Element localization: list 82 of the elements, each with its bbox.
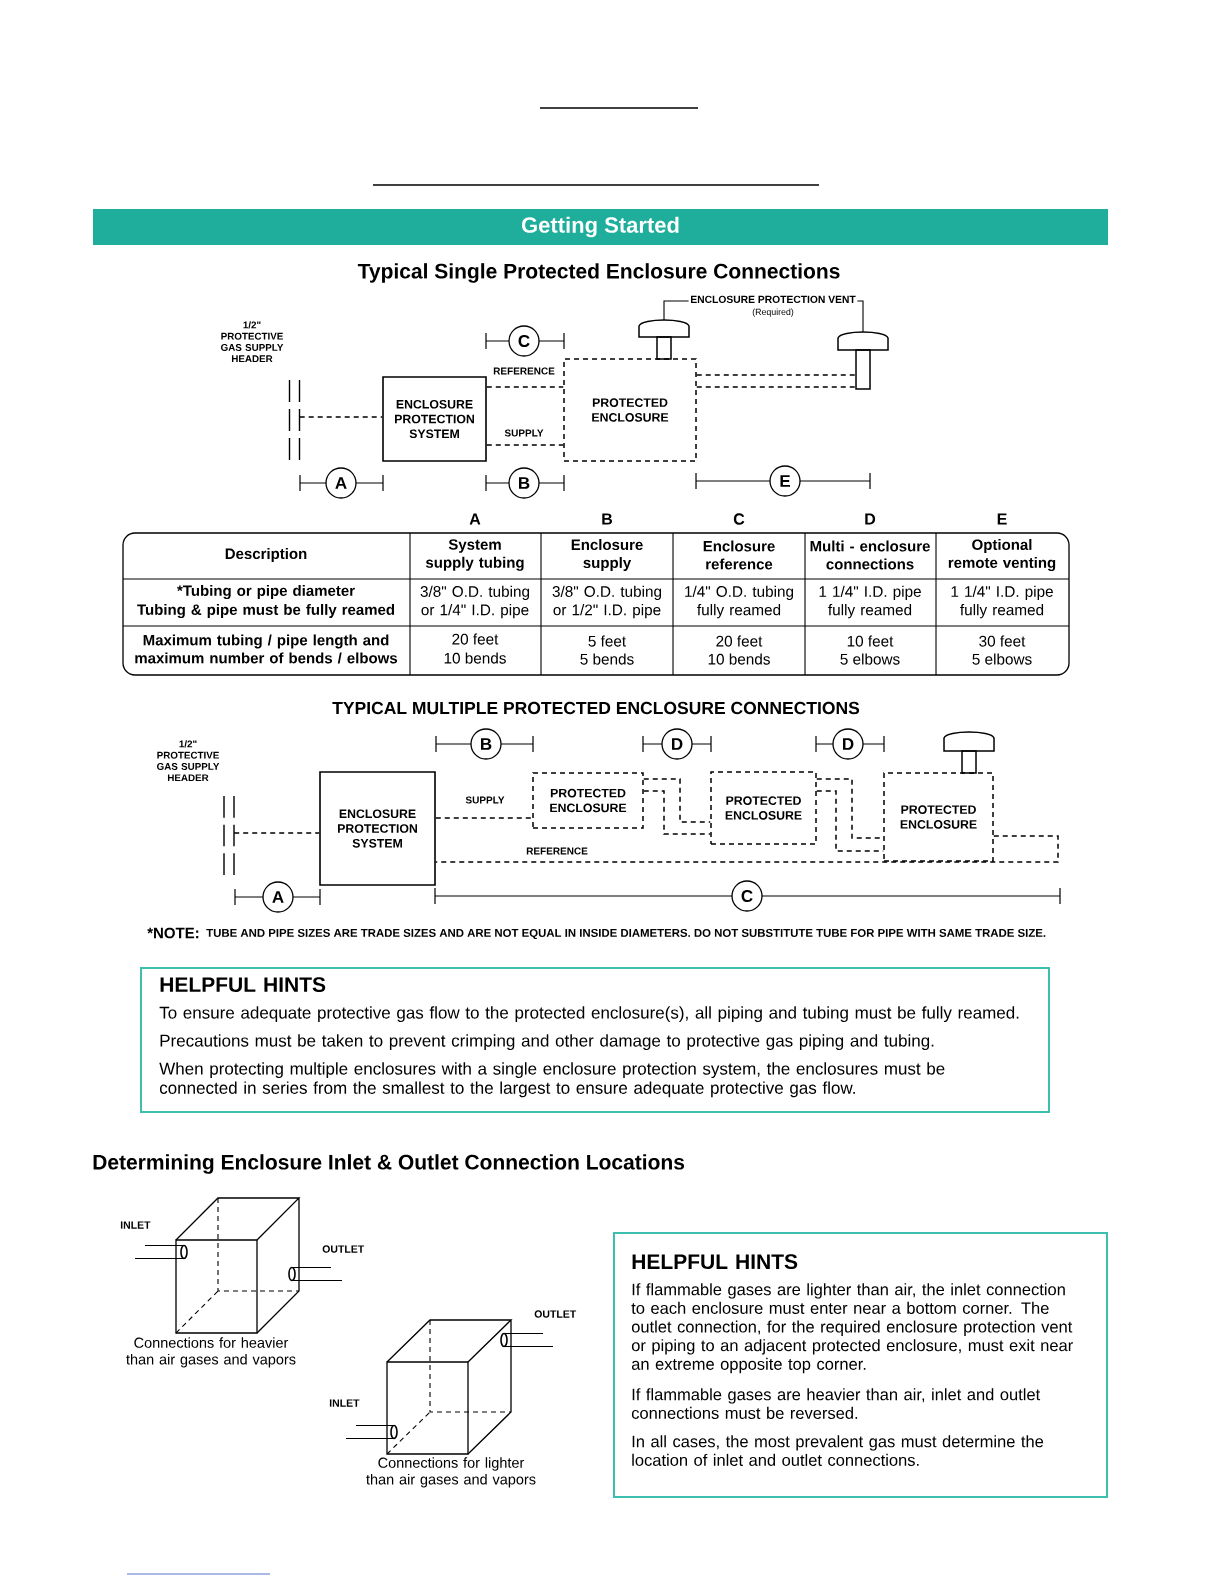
system-box: ENCLOSURE PROTECTION SYSTEM [319, 771, 436, 886]
connection-label: OUTLET [534, 1310, 577, 1318]
edge-label: SUPPLY [503, 428, 545, 438]
table-header: System supply tubing [425, 539, 524, 571]
section-heading: TYPICAL MULTIPLE PROTECTED ENCLOSURE CONNECTIONS [332, 701, 860, 715]
pipe-line [696, 386, 857, 388]
vent-drawing [943, 731, 995, 774]
column-letter: B [602, 513, 613, 525]
table-header: Multi - enclosure connections [810, 540, 930, 570]
table-cell: 3/8" O.D. tubing or 1/2" I.D. pipe [552, 585, 662, 619]
header-pipe [288, 379, 301, 461]
callout-letter: A [325, 467, 357, 499]
enclosure-box: PROTECTED ENCLOSURE [532, 772, 644, 829]
connection-label: OUTLET [322, 1245, 365, 1253]
pipe-line [435, 817, 533, 819]
table-cell: 20 feet [716, 635, 763, 647]
callout-letter: E [769, 465, 801, 497]
vent-drawing [638, 319, 690, 360]
header-label: 1/2" PROTECTIVE GAS SUPPLY HEADER [157, 740, 220, 782]
enclosure-box: PROTECTED ENCLOSURE [563, 358, 697, 462]
callout-letter: B [508, 467, 540, 499]
callout-letter: C [508, 325, 540, 357]
pipe-line [486, 444, 564, 446]
table-cell: 10 bends [444, 652, 506, 664]
column-letter: E [997, 513, 1007, 525]
table-header: Maximum tubing / pipe length and maximum number of bends / elbows [135, 634, 398, 664]
vent-drawing [837, 331, 889, 390]
system-box: ENCLOSURE PROTECTION SYSTEM [382, 376, 487, 462]
table-header: *Tubing or pipe diameter [177, 585, 355, 600]
table-cell: 10 bends [708, 653, 770, 665]
leader-line [663, 300, 690, 321]
callout-letter: D [661, 728, 693, 760]
table-cell: 30 feet [979, 635, 1026, 647]
pipe-line [696, 374, 857, 376]
edge-label: REFERENCE [525, 846, 589, 856]
table-header: Description [225, 548, 307, 562]
edge-label: REFERENCE [492, 366, 556, 376]
pipe-line [435, 835, 1059, 863]
pipe-line [643, 778, 711, 823]
cube-caption: Connections for heavier than air gases and vapors [126, 1337, 296, 1368]
leader-line [856, 300, 864, 333]
table-cell: 1/4" O.D. tubing fully reamed [685, 585, 794, 619]
pipe-line [233, 832, 320, 834]
callout-letter: D [832, 728, 864, 760]
section-heading: Typical Single Protected Enclosure Connections [357, 263, 840, 283]
hints-box: HELPFUL HINTS To ensure adequate protective gas flow to the protected enclosure(s), all piping and tubing must be fully reamed. Precautions must be taken to prevent crimping and other damage to protective gas piping and tubing. When protecting multiple enclosures with a single enclosure protection system, the enclosures must be connected in series from the smallest to the largest to ensure adequate protective gas flow. [140, 967, 1050, 1113]
table-header: Tubing & pipe must be fully reamed [137, 604, 395, 619]
section-heading: Determining Enclosure Inlet & Outlet Connection Locations [93, 1154, 685, 1174]
header-pipe [223, 795, 235, 876]
column-letter: D [865, 513, 876, 525]
note-text: TUBE AND PIPE SIZES ARE TRADE SIZES AND ARE NOT EQUAL IN INSIDE DIAMETERS. DO NOT SUBSTITUTE TUBE FOR PIPE WITH SAME TRADE SIZE. [206, 928, 1046, 940]
table-cell: 1 1/4" I.D. pipe fully reamed [951, 585, 1053, 619]
enclosure-box: PROTECTED ENCLOSURE [710, 771, 817, 845]
table-cell: 1 1/4" I.D. pipe fully reamed [819, 585, 921, 619]
table-cell: 5 bends [580, 653, 634, 665]
hints-box: HELPFUL HINTS If flammable gases are lighter than air, the inlet connection to each enclosure must enter near a bottom corner. The outlet connection, for the required enclosure protection vent or piping to an adjacent protected enclosure, must exit near an extreme opposite top corner. If flammable gases are heavier than air, inlet and outlet connections must be reversed. In all cases, the most prevalent gas must determine the location of inlet and outlet connections. [613, 1232, 1108, 1498]
table-cell: 3/8" O.D. tubing or 1/4" I.D. pipe [420, 585, 530, 619]
connection-label: INLET [329, 1399, 360, 1407]
pipe-line [298, 416, 383, 418]
pipe-line [486, 386, 564, 388]
table-header: Enclosure reference [703, 540, 775, 570]
note-label: *NOTE: [147, 927, 199, 939]
callout-letter: C [731, 880, 763, 912]
table-header: Enclosure supply [571, 539, 643, 571]
cube-caption: Connections for lighter than air gases and vapors [366, 1457, 536, 1488]
connection-label: INLET [120, 1221, 151, 1229]
edge-label: SUPPLY [464, 795, 506, 805]
table-cell: 5 elbows [972, 653, 1032, 665]
column-letter: A [469, 513, 481, 525]
table-cell: 5 elbows [840, 653, 900, 665]
title-banner: Getting Started [93, 209, 1108, 245]
table-cell: 20 feet [452, 633, 499, 645]
callout-letter: B [470, 728, 502, 760]
enclosure-box: PROTECTED ENCLOSURE [883, 772, 994, 862]
pipe-line [643, 790, 711, 835]
callout-letter: A [262, 881, 294, 913]
table-cell: 5 feet [588, 635, 626, 647]
table-header: Optional remote venting [948, 539, 1056, 572]
vent-label: ENCLOSURE PROTECTION VENT (Required) [691, 295, 856, 317]
table-cell: 10 feet [847, 635, 894, 647]
column-letter: C [733, 513, 745, 525]
header-label: 1/2" PROTECTIVE GAS SUPPLY HEADER [221, 321, 284, 363]
